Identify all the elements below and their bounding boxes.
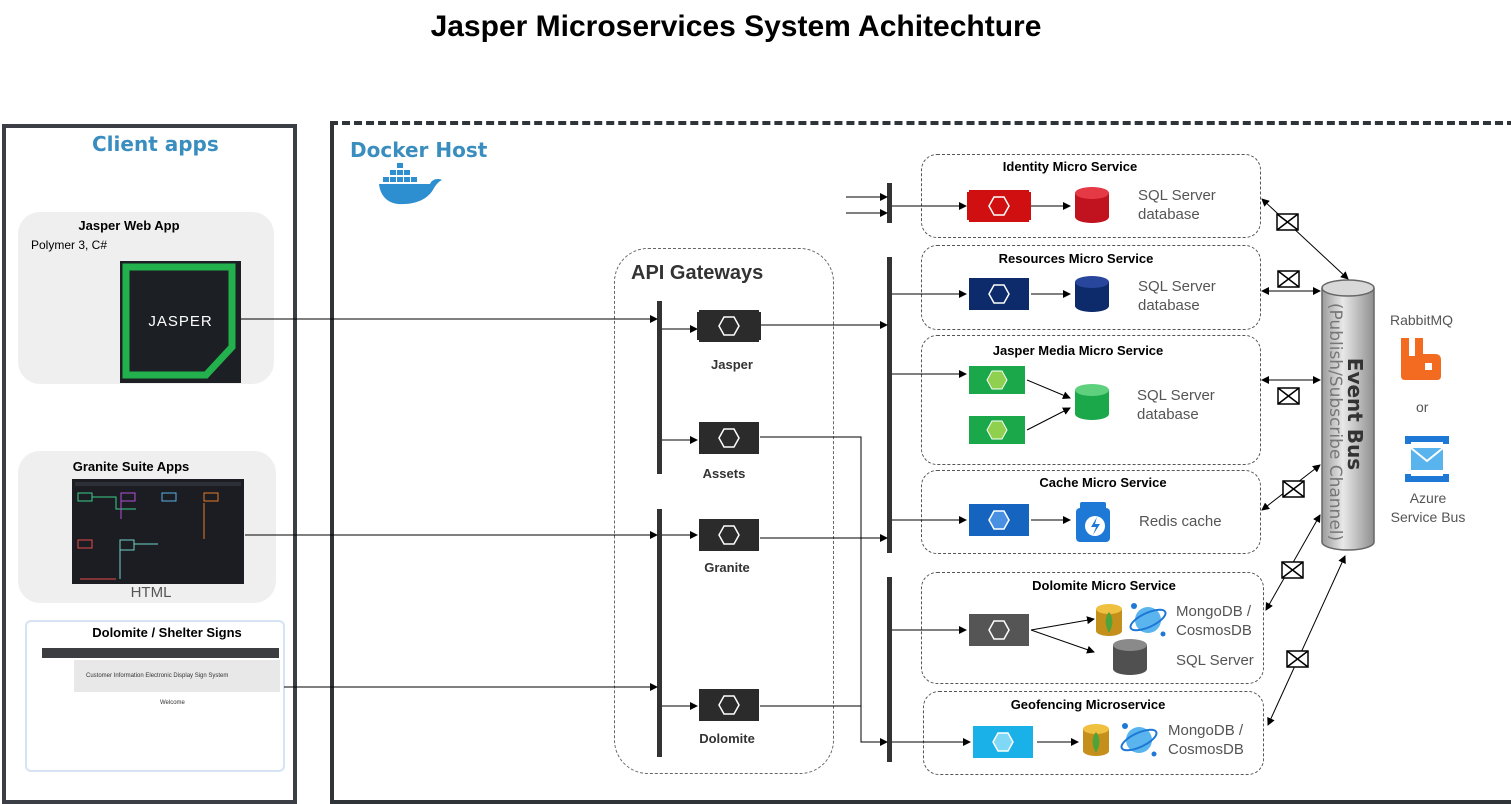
cache-container-icon	[969, 504, 1029, 536]
identity-container-icon	[967, 190, 1031, 222]
gateway-jasper-icon	[697, 310, 761, 342]
rabbitmq-icon	[1399, 336, 1443, 381]
dolomite-banner-box	[74, 660, 280, 692]
jasper-logo-text: JASPER	[148, 313, 213, 330]
envelope-icon	[1277, 387, 1300, 405]
dolomite-container-icon	[969, 614, 1029, 646]
azure-label-line1: Azure	[1409, 490, 1447, 506]
dolomite-sql-database-icon	[1113, 639, 1147, 675]
cache-store-label: Redis cache	[1139, 513, 1222, 530]
dolomite-store-label: MongoDB / CosmosDB	[1176, 603, 1252, 639]
media-store-label: SQL Server database	[1137, 387, 1215, 423]
client-apps-title: Client apps	[92, 132, 219, 156]
media-database-icon	[1075, 384, 1109, 420]
azure-service-bus-icon	[1403, 434, 1451, 484]
gateway-dolomite-label: Dolomite	[699, 731, 755, 746]
dolomite-title: Dolomite / Shelter Signs	[92, 625, 242, 640]
envelope-icon	[1277, 270, 1300, 288]
envelope-icon	[1282, 480, 1305, 498]
identity-service-title: Identity Micro Service	[1002, 159, 1138, 174]
mongodb-icon	[1096, 604, 1122, 636]
geofencing-mongodb-icon	[1083, 724, 1109, 756]
gateway-granite-icon	[699, 519, 759, 551]
docker-whale-icon	[378, 162, 444, 206]
jasper-web-app-tech: Polymer 3, C#	[31, 238, 108, 252]
gateway-jasper-label: Jasper	[711, 357, 753, 372]
resources-container-icon	[969, 278, 1029, 310]
jasper-logo: JASPER	[120, 261, 241, 383]
or-label: or	[1416, 399, 1429, 415]
dolomite-card[interactable]	[25, 620, 285, 772]
database-icons	[1075, 187, 1167, 757]
media-container-icon	[969, 366, 1025, 394]
geofencing-store-label: MongoDB / CosmosDB	[1168, 722, 1244, 758]
dolomite-navbar	[42, 648, 279, 658]
granite-tech: HTML	[130, 584, 172, 601]
redis-icon	[1076, 502, 1110, 542]
service-container-icons	[967, 190, 1033, 758]
identity-entry-bar	[887, 183, 892, 223]
gateway-dolomite-icon	[699, 689, 759, 721]
azure-label-line2: Service Bus	[1390, 509, 1466, 525]
api-gateways-title: API Gateways	[631, 262, 764, 284]
event-bus-cylinder	[1320, 278, 1376, 552]
gateway-bar-upper	[657, 301, 662, 474]
gateway-granite-label: Granite	[704, 560, 750, 575]
media-service-title: Jasper Media Micro Service	[992, 343, 1164, 358]
gateway-icons	[697, 310, 761, 721]
resources-store-label: SQL Server database	[1138, 278, 1216, 314]
resources-service-title: Resources Micro Service	[998, 251, 1154, 266]
gateway-assets-label: Assets	[702, 466, 746, 481]
geofencing-cosmosdb-icon	[1120, 723, 1158, 757]
service-bar-upper	[887, 257, 892, 553]
cache-service-title: Cache Micro Service	[1039, 475, 1167, 490]
resources-database-icon	[1075, 276, 1109, 312]
geofencing-container-icon	[973, 726, 1033, 758]
azure-service-bus-label: Azure Service Bus	[1390, 489, 1466, 527]
cosmosdb-icon	[1129, 603, 1167, 637]
rabbitmq-label: RabbitMQ	[1390, 312, 1454, 328]
envelope-icons	[1276, 213, 1309, 668]
granite-suite-title: Granite Suite Apps	[72, 459, 190, 474]
dolomite-welcome: Welcome	[160, 700, 185, 706]
service-bar-lower	[887, 577, 892, 762]
dolomite-service-title: Dolomite Micro Service	[1032, 578, 1176, 593]
envelope-icon	[1281, 561, 1304, 579]
identity-store-label: SQL Server database	[1138, 187, 1216, 223]
granite-screenshot	[72, 479, 244, 584]
identity-database-icon	[1075, 187, 1109, 223]
jasper-web-app-title: Jasper Web App	[78, 218, 180, 233]
envelope-icon	[1276, 213, 1299, 231]
geofencing-service-title: Geofencing Microservice	[1010, 697, 1166, 712]
docker-host-title: Docker Host	[350, 138, 488, 162]
dolomite-store2-label: SQL Server	[1176, 652, 1254, 669]
gateway-bar-lower	[657, 509, 662, 757]
envelope-icon	[1286, 650, 1309, 668]
page-title: Jasper Microservices System Achitechture	[430, 10, 1042, 43]
dolomite-banner: Customer Information Electronic Display …	[86, 673, 229, 679]
api-gateways-group	[614, 248, 834, 774]
gateway-assets-icon	[699, 422, 759, 454]
media-container-icon-2	[969, 416, 1025, 444]
